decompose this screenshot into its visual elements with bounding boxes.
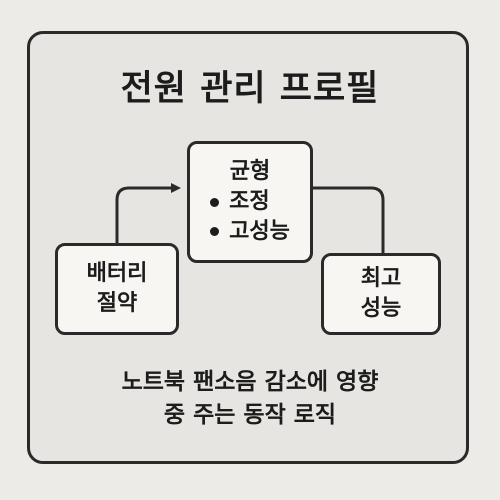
node-balanced-label: 균형 <box>229 159 271 185</box>
description-line2: 중 주는 동작 로직 <box>163 402 337 429</box>
list-item-label: 고성능 <box>229 218 290 244</box>
description: 노트북 팬소음 감소에 영향 중 주는 동작 로직 <box>0 366 500 433</box>
node-battery-line1: 배터리 <box>86 261 148 287</box>
node-max-performance: 최고 성능 <box>321 253 441 335</box>
connector-battery-to-balanced <box>115 183 181 243</box>
node-battery-saver: 배터리 절약 <box>55 243 179 335</box>
node-balanced: 균형 조정 고성능 <box>187 141 313 263</box>
node-balanced-items: 조정 고성능 <box>210 187 290 246</box>
list-item-label: 조정 <box>229 189 270 215</box>
description-line1: 노트북 팬소음 감소에 영향 <box>121 369 379 395</box>
diagram-title: 전원 관리 프로필 <box>120 69 380 109</box>
connector-balanced-to-performance <box>313 186 385 253</box>
list-item: 고성능 <box>210 217 290 247</box>
bullet-icon <box>210 227 220 237</box>
bullet-icon <box>210 197 220 207</box>
node-performance-line2: 성능 <box>360 296 402 321</box>
node-performance-line1: 최고 <box>360 266 402 292</box>
list-item: 조정 <box>210 187 270 217</box>
node-battery-line2: 절약 <box>96 291 138 316</box>
